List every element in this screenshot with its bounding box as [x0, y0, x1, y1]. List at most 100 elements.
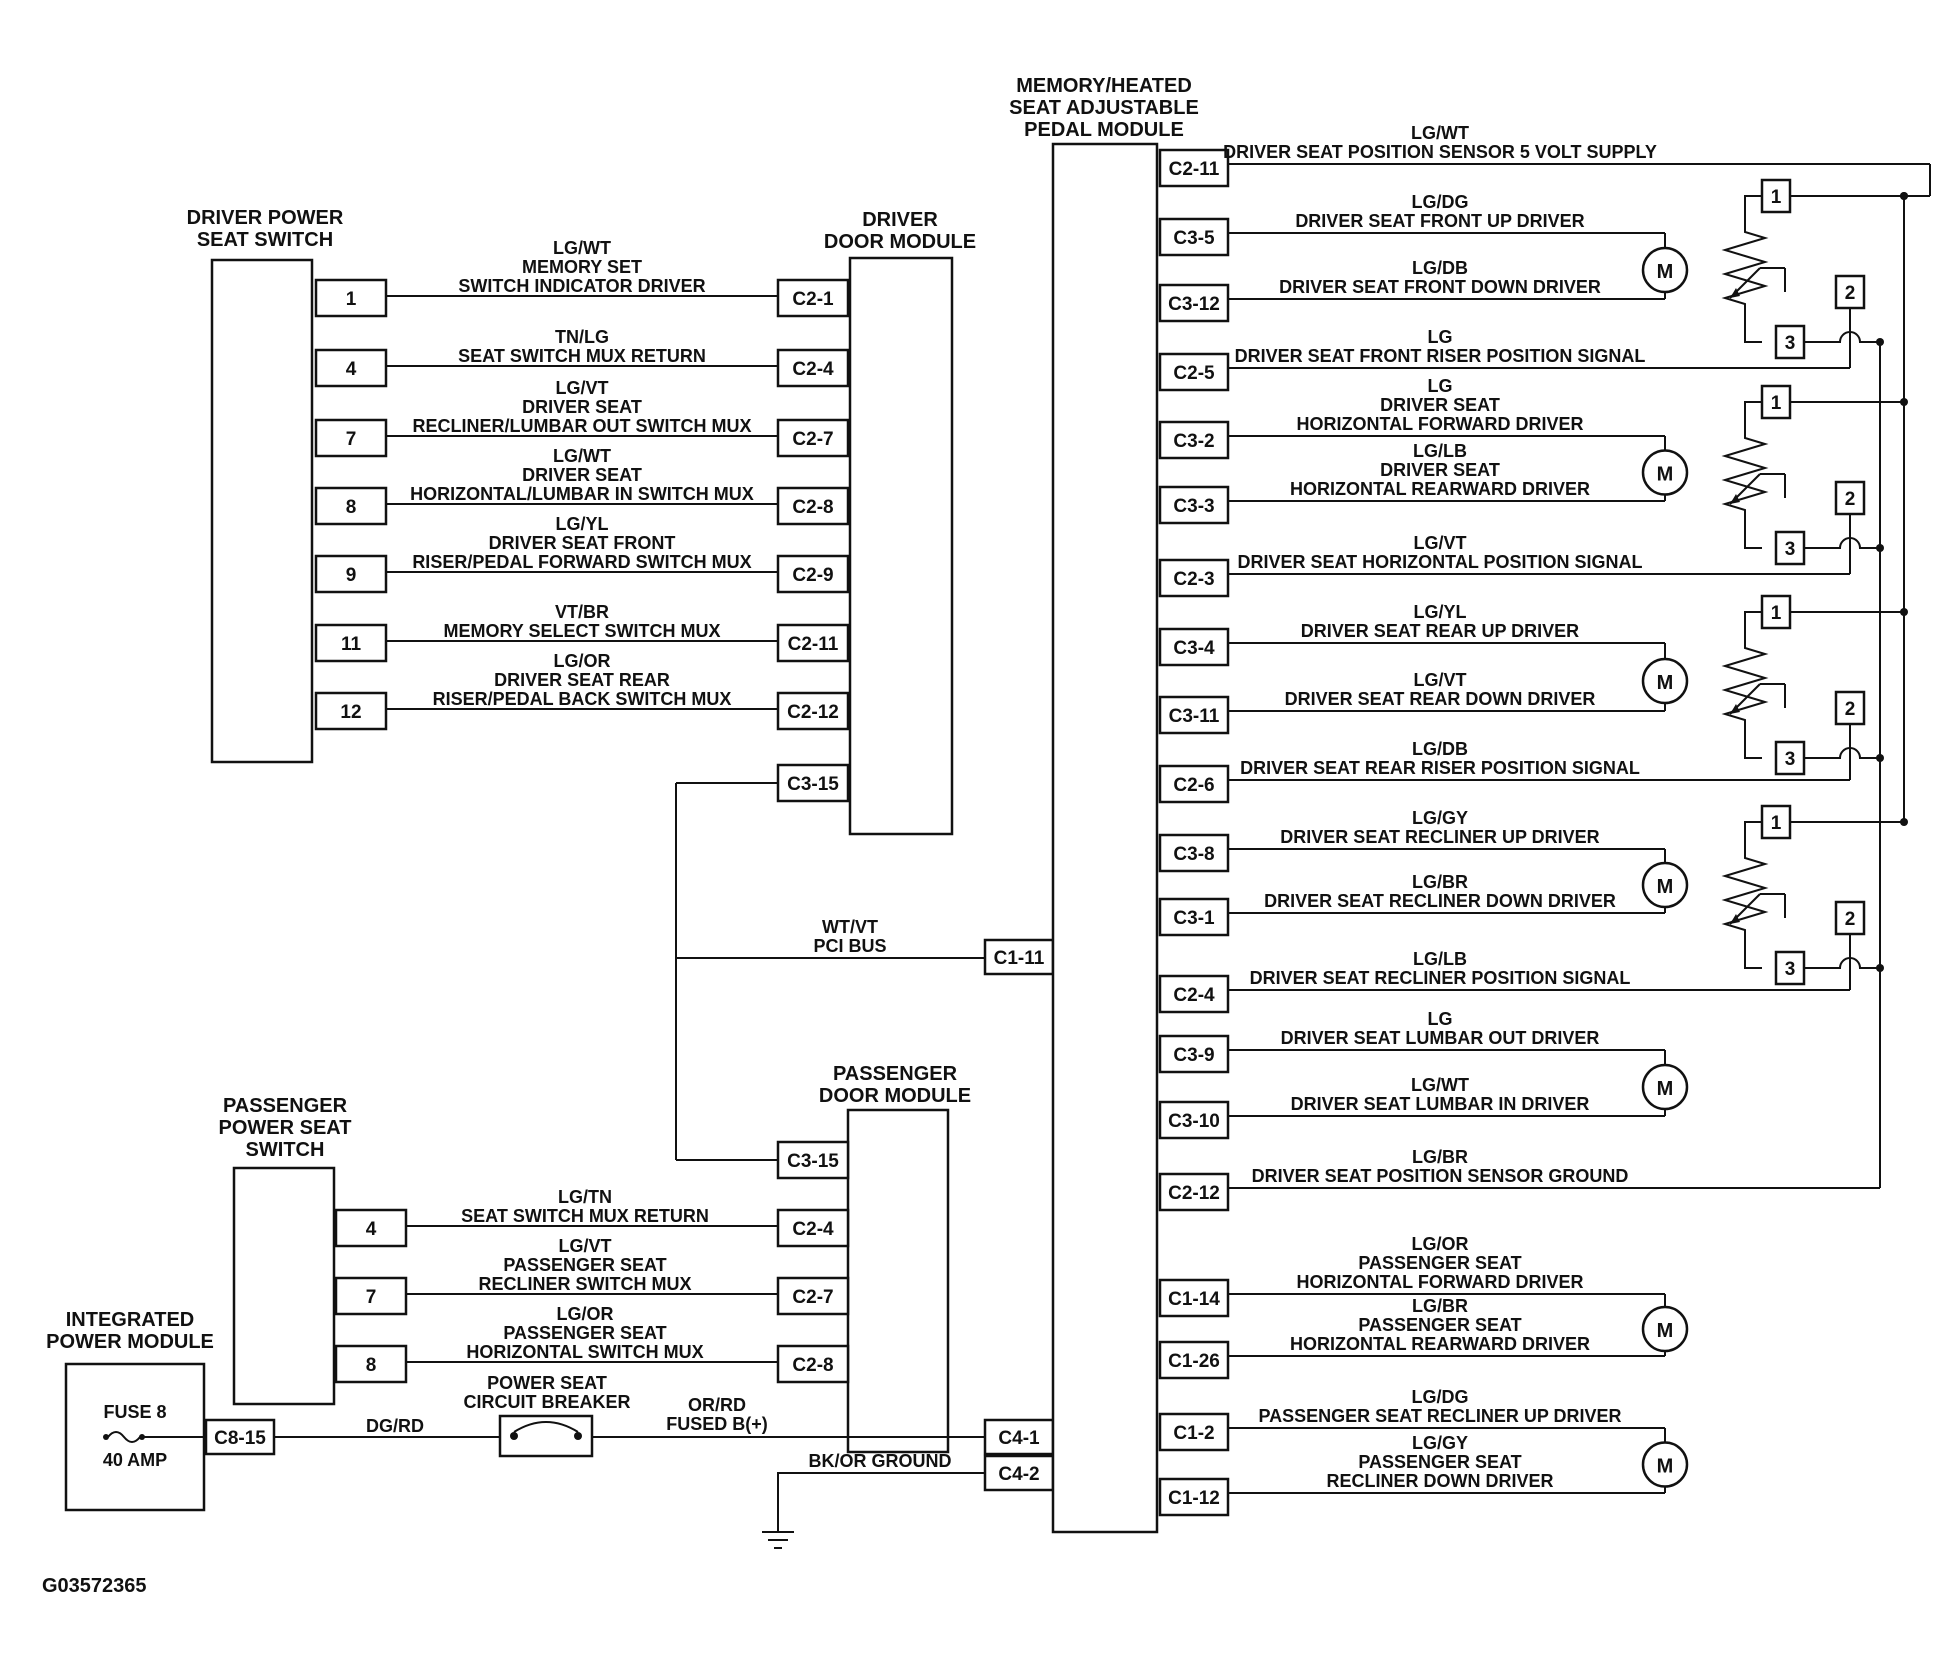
memory-module-title-line: SEAT ADJUSTABLE [1009, 97, 1199, 119]
driver-door-c3-15-box [776, 763, 850, 803]
wire-label-line: HORIZONTAL FORWARD DRIVER [1297, 414, 1584, 434]
wire-label-line: LG/DB [1412, 258, 1468, 278]
wire-label-line: DRIVER SEAT REAR UP DRIVER [1301, 621, 1579, 641]
wire-label-line: LG/WT [1411, 1075, 1469, 1095]
wire-label-line: DRIVER SEAT RECLINER UP DRIVER [1280, 827, 1599, 847]
driver-door-title-line: DRIVER [862, 209, 938, 231]
memory-connector: C3-8 [1173, 844, 1214, 865]
memory-connector: C3-11 [1169, 706, 1220, 727]
memory-connector-box [1158, 283, 1230, 323]
wire-label-line: PASSENGER SEAT RECLINER UP DRIVER [1258, 1406, 1621, 1426]
passenger-switch-pin-box [334, 1276, 408, 1316]
sensor-pin-3: 3 [1785, 749, 1796, 770]
passenger-switch-pin: 8 [366, 1355, 377, 1376]
sensor-resistor [1721, 821, 1769, 969]
wire-label-line: DRIVER SEAT RECLINER DOWN DRIVER [1264, 891, 1616, 911]
memory-connector-box [1158, 974, 1230, 1014]
rear-riser-motor [1641, 657, 1689, 705]
sensor-pin-3-box [1774, 950, 1806, 986]
memory-connector: C2-11 [1169, 159, 1220, 180]
driver-door-connector-box [776, 418, 850, 458]
memory-connector-box [1158, 897, 1230, 937]
wire-label-line: DRIVER SEAT REAR [494, 670, 670, 690]
wire-label-line: LG/WT [1411, 123, 1469, 143]
wire-label-line: PASSENGER SEAT [1358, 1315, 1521, 1335]
wire-label-line: PASSENGER SEAT [1358, 1452, 1521, 1472]
wire-label-line: LG/YL [556, 514, 609, 534]
pci-bus-label-line: WT/VT [822, 917, 878, 937]
wire-label-line: PASSENGER SEAT [503, 1323, 666, 1343]
wire-label-line: LG/VT [559, 1236, 612, 1256]
wire-label-line: DRIVER SEAT [522, 397, 642, 417]
lumbar-motor [1641, 1063, 1689, 1111]
wire-label-line: HORIZONTAL REARWARD DRIVER [1290, 479, 1590, 499]
wire-label-line: PASSENGER SEAT [1358, 1253, 1521, 1273]
sensor-pin-3: 3 [1785, 539, 1796, 560]
wire-label-line: LG/OR [1412, 1234, 1469, 1254]
sensor-resistor [1721, 611, 1769, 759]
wire-label-line: MEMORY SET [522, 257, 642, 277]
driver-switch-pin-box [314, 623, 388, 663]
figure-id: G03572365 [42, 1575, 147, 1597]
wire-label-line: RECLINER DOWN DRIVER [1326, 1471, 1553, 1491]
wire-label-line: RISER/PEDAL FORWARD SWITCH MUX [412, 552, 751, 572]
driver-switch-pin: 8 [346, 497, 357, 518]
rear-riser-motor-symbol: M [1657, 672, 1674, 694]
wire-label-line: DRIVER SEAT HORIZONTAL POSITION SIGNAL [1237, 552, 1642, 572]
passenger-door-connector-box [776, 1344, 850, 1384]
driver-door-connector-box [776, 348, 850, 388]
memory-connector-box [1158, 1278, 1230, 1318]
driver-door-title-line: DOOR MODULE [824, 231, 976, 253]
passenger-door-c3-15-box [776, 1140, 850, 1180]
driver-door-c3-15: C3-15 [787, 774, 839, 795]
memory-connector-box [1158, 558, 1230, 598]
sensor-pin-1: 1 [1771, 813, 1782, 834]
driver-switch-pin: 11 [341, 634, 362, 655]
wire-label-line: LG/GY [1412, 808, 1468, 828]
memory-connector-box [1158, 764, 1230, 804]
memory-connector: C3-4 [1173, 638, 1215, 659]
pci-bus-label-line: PCI BUS [813, 936, 886, 956]
passenger-switch-title-line: PASSENGER [223, 1095, 348, 1117]
memory-connector: C2-5 [1173, 363, 1215, 384]
driver-switch-title-line: SEAT SWITCH [197, 229, 333, 251]
circuit-breaker-symbol [513, 1421, 579, 1433]
fused-b-label-line: FUSED B(+) [666, 1414, 768, 1434]
driver-switch-pin-box [314, 418, 388, 458]
wire-label-line: DRIVER SEAT FRONT RISER POSITION SIGNAL [1235, 346, 1646, 366]
ipm-title-line: POWER MODULE [46, 1331, 214, 1353]
sensor-pin-1: 1 [1771, 187, 1782, 208]
driver-switch-pin-box [314, 348, 388, 388]
wire-label-line: LG/TN [558, 1187, 612, 1207]
memory-connector: C3-3 [1173, 496, 1214, 517]
driver-power-seat-switch [210, 258, 314, 764]
wire-label-line: LG/WT [553, 238, 611, 258]
wire-label-line: RECLINER/LUMBAR OUT SWITCH MUX [413, 416, 752, 436]
memory-connector: C3-2 [1173, 431, 1214, 452]
memory-connector: C1-14 [1168, 1289, 1220, 1310]
driver-switch-pin: 12 [340, 702, 361, 723]
memory-connector: C2-4 [1173, 985, 1215, 1006]
passenger-switch-pin-box [334, 1208, 408, 1248]
wire-label-line: DRIVER SEAT LUMBAR OUT DRIVER [1281, 1028, 1600, 1048]
passenger-switch-title-line: SWITCH [246, 1139, 325, 1161]
horizontal-motor [1641, 449, 1689, 496]
memory-connector-box [1158, 1340, 1230, 1380]
wire-label-line: LG/OR [557, 1304, 614, 1324]
sensor-pin-1: 1 [1771, 393, 1782, 414]
sensor-ground-wire [1804, 957, 1880, 969]
driver-door-connector: C2-4 [792, 359, 834, 380]
recliner-motor [1641, 861, 1689, 909]
ground-wire [777, 1472, 985, 1532]
wire-label-line: DRIVER SEAT POSITION SENSOR GROUND [1252, 1166, 1629, 1186]
passenger-door-connector: C2-4 [792, 1219, 834, 1240]
sensor-pin-2: 2 [1845, 489, 1856, 510]
wire-label-line: LG/BR [1412, 872, 1468, 892]
passenger-door-c3-15: C3-15 [787, 1151, 839, 1172]
passenger-door-connector: C2-8 [792, 1355, 833, 1376]
memory-connector-box [1158, 1172, 1230, 1212]
memory-connector: C2-12 [1168, 1183, 1220, 1204]
memory-c4-1-box [983, 1418, 1055, 1456]
driver-switch-pin-box [314, 554, 388, 594]
driver-door-connector-box [776, 691, 850, 731]
